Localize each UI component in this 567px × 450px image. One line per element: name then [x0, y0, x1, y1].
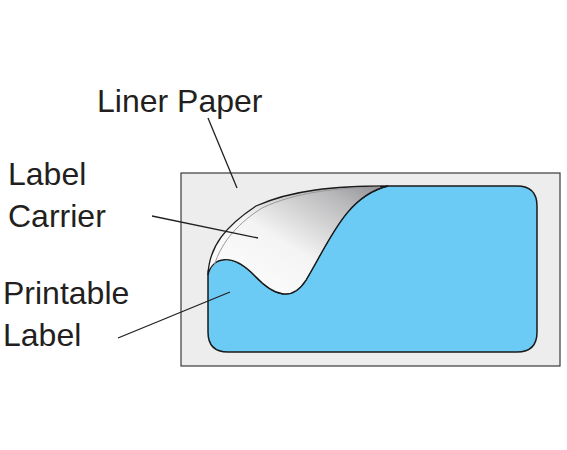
- curl-shading: [214, 187, 380, 266]
- leader-line: [152, 216, 258, 238]
- part-label: Label Carrier: [8, 153, 148, 237]
- leader-line: [208, 118, 237, 188]
- part-label: Printable Label: [3, 272, 163, 356]
- part-label: Liner Paper: [97, 80, 357, 122]
- label-carrier-curl: [208, 186, 388, 294]
- printable-label: [208, 186, 537, 352]
- leader-line: [118, 292, 230, 338]
- liner-paper: [181, 173, 560, 366]
